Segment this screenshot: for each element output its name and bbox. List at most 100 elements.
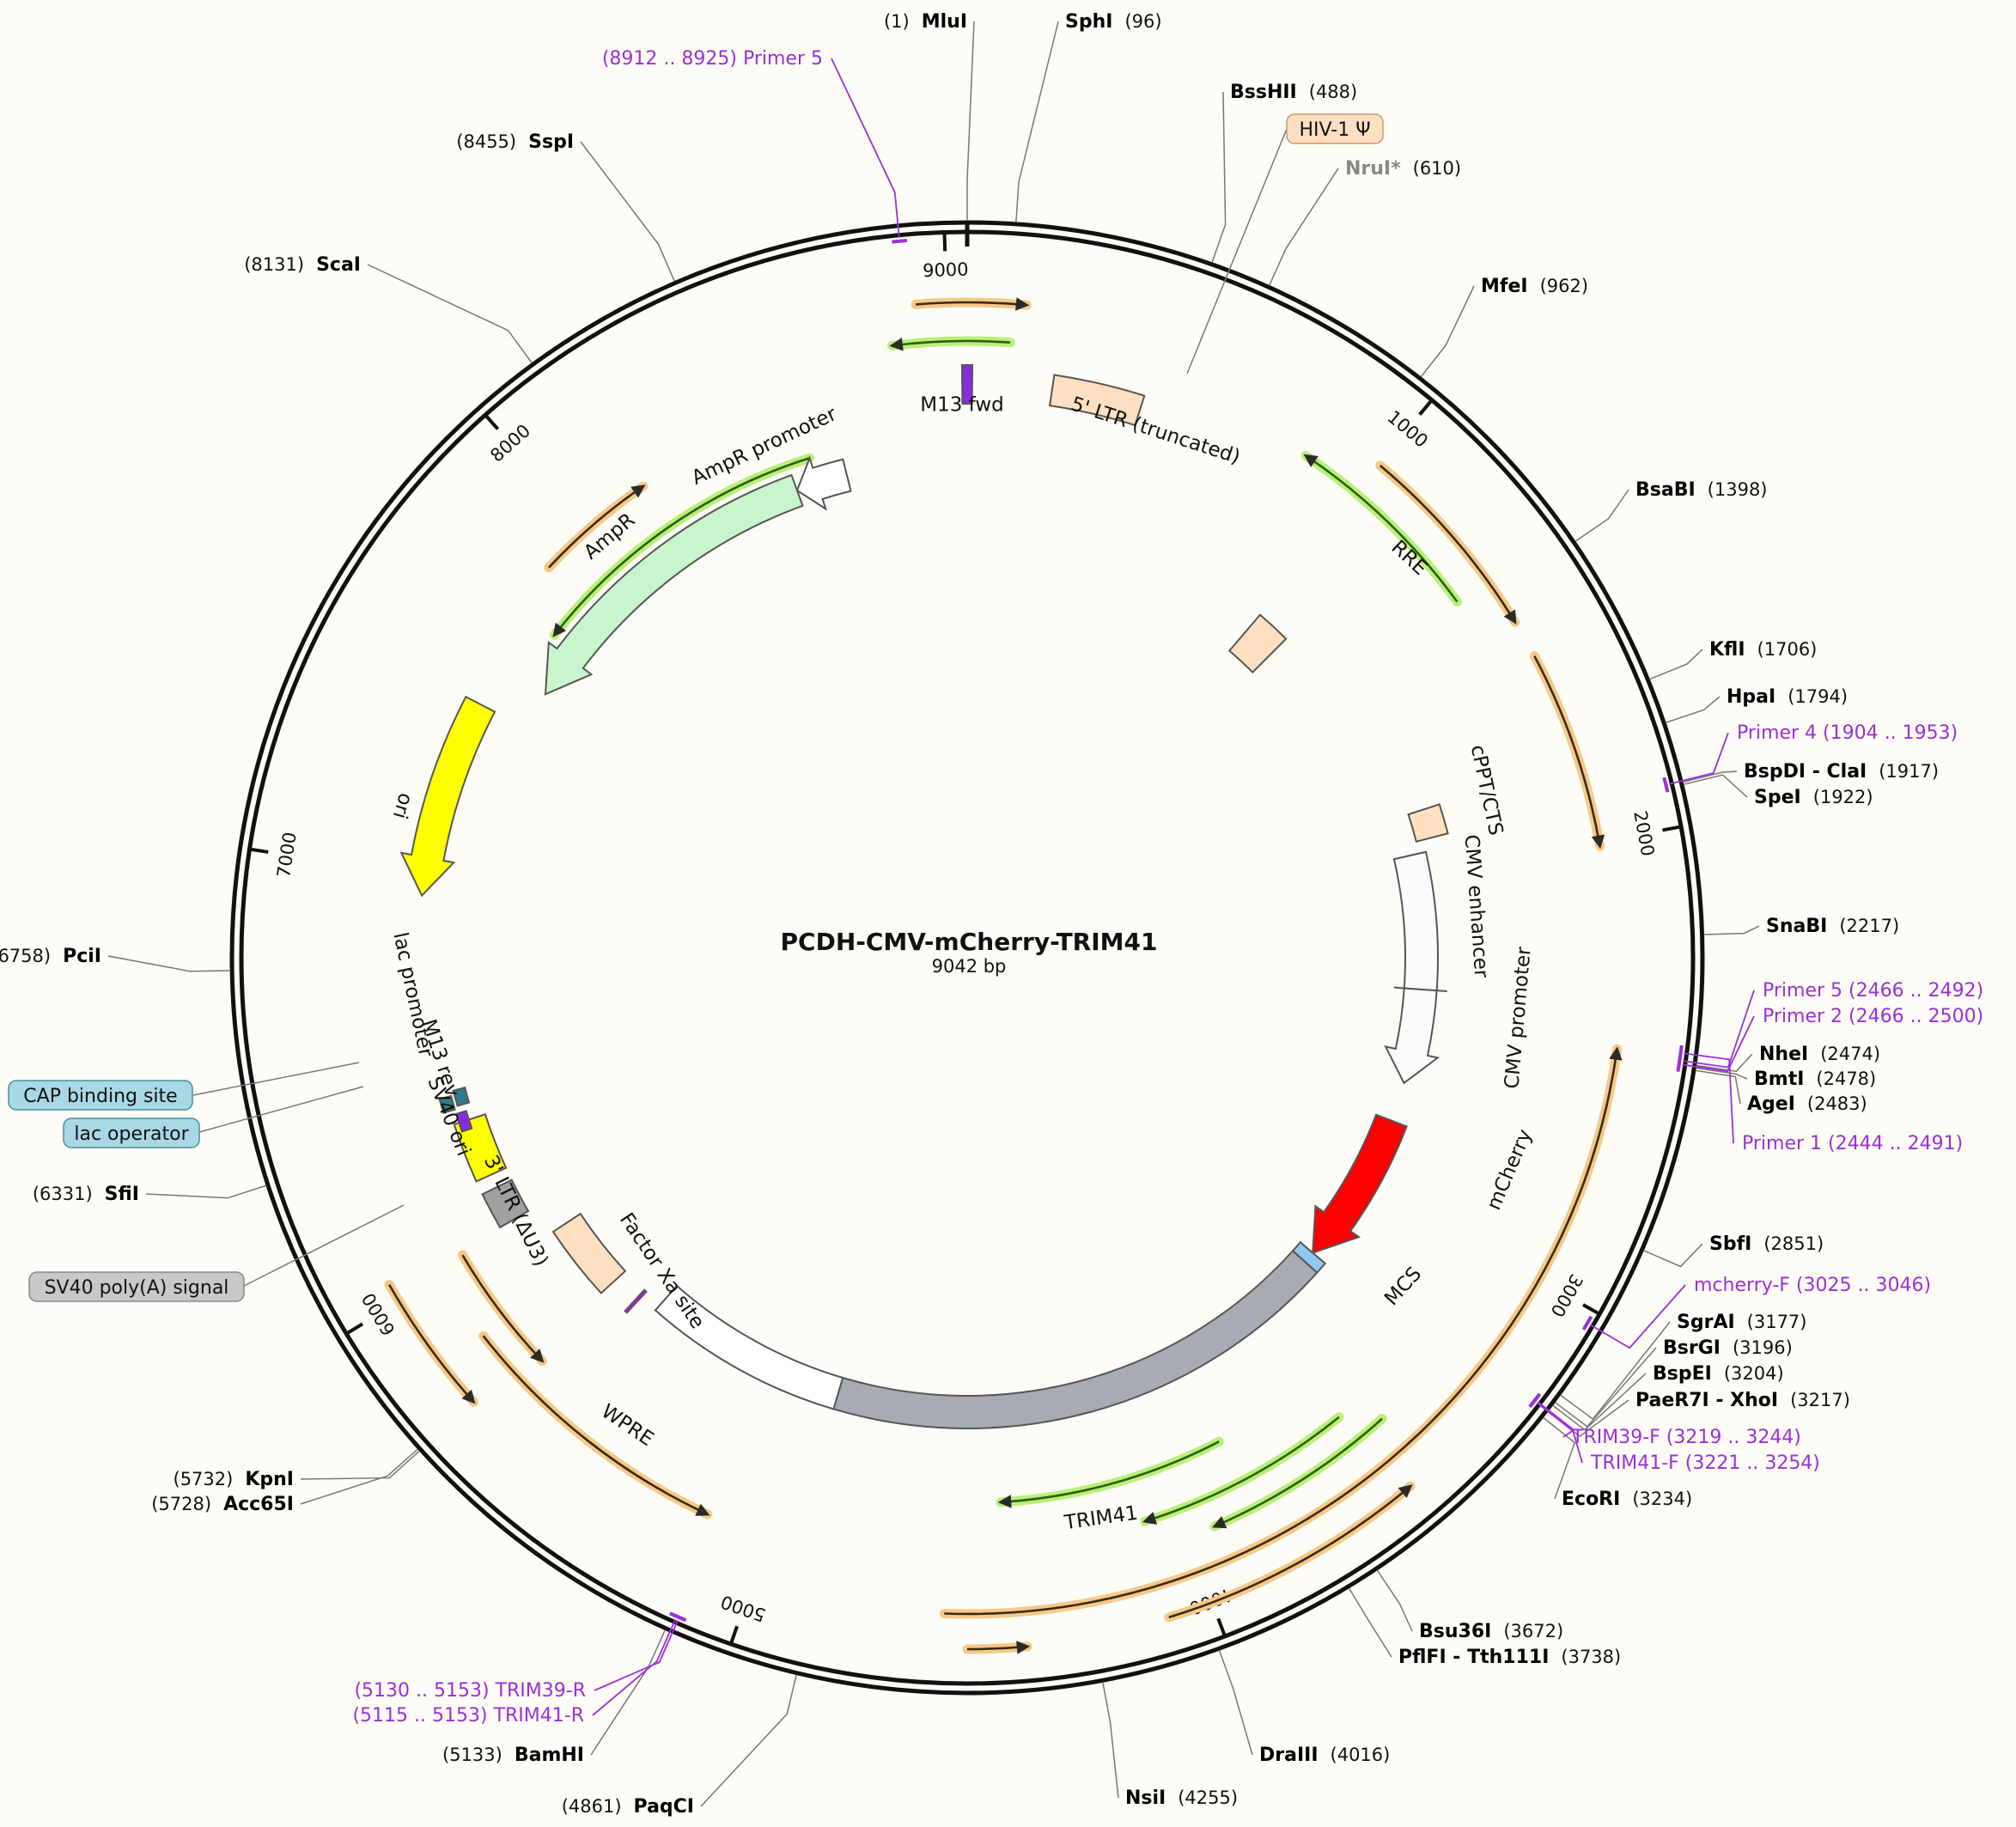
feature-cap-binding[interactable] — [452, 1087, 471, 1107]
site-pos: (610) — [1413, 158, 1461, 179]
primer-primer-2[interactable]: Primer 2 (2466 .. 2500) — [1676, 1006, 1983, 1073]
primer-leader — [592, 1619, 677, 1716]
site-leader — [107, 955, 231, 972]
feature-ori[interactable] — [399, 695, 496, 898]
site-label: (8455)SspI — [456, 131, 574, 153]
site-snabi[interactable]: SnaBI(2217) — [1703, 916, 1900, 937]
feature-wpre[interactable] — [654, 1284, 844, 1410]
feature-mcherry[interactable] — [1312, 1113, 1408, 1254]
site-spei[interactable]: SpeI(1922) — [1683, 774, 1873, 808]
site-sbfi[interactable]: SbfI(2851) — [1643, 1233, 1824, 1268]
primer-trim39-f[interactable]: TRIM39-F (3219 .. 3244) — [1529, 1392, 1801, 1448]
feature-cmv-enhancer[interactable] — [1392, 850, 1447, 992]
site-acc65i[interactable]: (5728)Acc65I — [151, 1448, 418, 1515]
site-bsu36i[interactable]: Bsu36I(3672) — [1376, 1569, 1563, 1642]
site-bmti[interactable]: BmtI(2478) — [1696, 1067, 1876, 1090]
primer-primer-4[interactable]: Primer 4 (1904 .. 1953) — [1662, 722, 1958, 793]
site-label: SbfI(2851) — [1709, 1233, 1824, 1255]
site-name: KpnI — [245, 1469, 294, 1490]
feature-cmv-promoter[interactable] — [1384, 987, 1440, 1085]
primer-trim41-r[interactable]: (5115 .. 5153) TRIM41-R — [352, 1611, 685, 1727]
site-pcii[interactable]: (6758)PciI — [0, 946, 231, 972]
callout-hiv-psi[interactable]: HIV-1 Ψ — [1186, 113, 1384, 375]
tick-2000 — [1662, 825, 1682, 832]
site-pos: (3217) — [1790, 1390, 1850, 1410]
callout-cap-binding-site[interactable]: CAP binding site — [8, 1062, 360, 1111]
feature-sv40-ori-yellow[interactable] — [453, 1113, 508, 1183]
primer-label: TRIM41-F (3221 .. 3254) — [1590, 1452, 1820, 1474]
feature-5ltr[interactable] — [1048, 374, 1146, 427]
site-nsii[interactable]: NsiI(4255) — [1102, 1682, 1238, 1809]
tick-6000 — [345, 1322, 364, 1336]
primer-label: Primer 2 (2466 .. 2500) — [1763, 1006, 1983, 1027]
primer-mark — [1581, 1315, 1593, 1331]
tick-label-8000: 8000 — [486, 420, 534, 466]
site-sspi[interactable]: (8455)SspI — [456, 131, 675, 282]
feature-lac-operator[interactable] — [438, 1094, 456, 1114]
site-bsrgi[interactable]: BsrGI(3196) — [1554, 1337, 1793, 1428]
feature-m13-rev[interactable] — [454, 1110, 473, 1133]
primer-trim39-r[interactable]: (5130 .. 5153) TRIM39-R — [354, 1612, 687, 1702]
primer-primer-1[interactable]: Primer 1 (2444 .. 2491) — [1678, 1044, 1963, 1154]
primer-leader — [1590, 1284, 1686, 1349]
tick-9000 — [942, 232, 947, 252]
primer-mcherry-f[interactable]: mcherry-F (3025 .. 3046) — [1581, 1275, 1931, 1349]
site-bamhi[interactable]: (5133)BamHI — [442, 1629, 666, 1766]
site-leader — [590, 1629, 666, 1756]
feature-m13-fwd[interactable] — [960, 363, 974, 405]
site-ecori[interactable]: EcoRI(3234) — [1543, 1416, 1693, 1510]
site-draiii[interactable]: DraIII(4016) — [1218, 1649, 1390, 1766]
site-label: NheI(2474) — [1759, 1044, 1880, 1065]
site-paer7i-xhoi[interactable]: PaeR7I - XhoI(3217) — [1547, 1390, 1850, 1438]
site-kfli[interactable]: KflI(1706) — [1649, 639, 1817, 680]
primer-label: Primer 1 (2444 .. 2491) — [1742, 1133, 1963, 1154]
site-label: BsaBI(1398) — [1635, 479, 1768, 501]
site-bsabi[interactable]: BsaBI(1398) — [1574, 479, 1768, 542]
site-leader — [367, 264, 533, 364]
site-hpai[interactable]: HpaI(1794) — [1665, 686, 1848, 724]
site-bspei[interactable]: BspEI(3204) — [1552, 1363, 1784, 1431]
primer-leader — [594, 1620, 679, 1691]
feature-cppt[interactable] — [1407, 803, 1449, 843]
site-name: SpeI — [1754, 787, 1801, 808]
feature-ampr-promoter[interactable] — [795, 455, 852, 511]
site-pos: (1398) — [1708, 479, 1768, 500]
site-label: KflI(1706) — [1709, 639, 1817, 661]
site-label: SgrAI(3177) — [1677, 1312, 1807, 1333]
tick-8000 — [484, 413, 500, 430]
site-scai[interactable]: (8131)ScaI — [244, 254, 533, 364]
site-bsshii[interactable]: BssHII(488) — [1211, 82, 1357, 263]
site-label: (5133)BamHI — [442, 1745, 584, 1766]
site-kpni[interactable]: (5732)KpnI — [174, 1450, 420, 1490]
site-leader — [1420, 285, 1475, 378]
site-bspdi-clai[interactable]: BspDI - ClaI(1917) — [1683, 761, 1939, 783]
site-label: BmtI(2478) — [1754, 1069, 1876, 1090]
site-sgrai[interactable]: SgrAI(3177) — [1560, 1312, 1807, 1421]
site-leader — [580, 141, 675, 282]
site-sfii[interactable]: (6331)SfiI — [33, 1184, 267, 1205]
site-pos: (3204) — [1724, 1363, 1784, 1384]
primer-trim41-f[interactable]: TRIM41-F (3221 .. 3254) — [1528, 1393, 1820, 1474]
feature-rre[interactable] — [1227, 613, 1288, 674]
site-mfei[interactable]: MfeI(962) — [1420, 276, 1588, 378]
site-mlui[interactable]: (1)MluI — [884, 11, 975, 221]
feature-factor-xa-mark — [624, 1288, 648, 1314]
primer-primer-5[interactable]: Primer 5 (2466 .. 2492) — [1677, 980, 1983, 1069]
site-agei[interactable]: AgeI(2483) — [1695, 1069, 1867, 1115]
site-name: BamHI — [515, 1745, 584, 1766]
feature-sv40-ori-shape[interactable] — [481, 1178, 530, 1229]
callout-sv40-polya[interactable]: SV40 poly(A) signal — [28, 1204, 405, 1302]
site-nhei[interactable]: NheI(2474) — [1696, 1044, 1880, 1073]
site-label: PflFI - Tth111I(3738) — [1398, 1647, 1621, 1668]
site-pos: (6331) — [33, 1184, 93, 1204]
primer-primer-5[interactable]: (8912 .. 8925) Primer 5 — [602, 48, 908, 244]
feature-3ltr[interactable] — [551, 1212, 627, 1294]
feature-ampr[interactable] — [544, 473, 804, 696]
site-paqci[interactable]: (4861)PaqCI — [562, 1674, 797, 1818]
feature-label-ori: ori — [388, 790, 417, 821]
site-sphi[interactable]: SphI(96) — [1015, 11, 1162, 222]
feature-trim41[interactable] — [832, 1249, 1319, 1429]
callout-lac-operator[interactable]: lac operator — [63, 1086, 364, 1148]
site-pflfi-tth111i[interactable]: PflFI - Tth111I(3738) — [1348, 1587, 1621, 1668]
site-nrui-[interactable]: NruI*(610) — [1269, 158, 1461, 286]
